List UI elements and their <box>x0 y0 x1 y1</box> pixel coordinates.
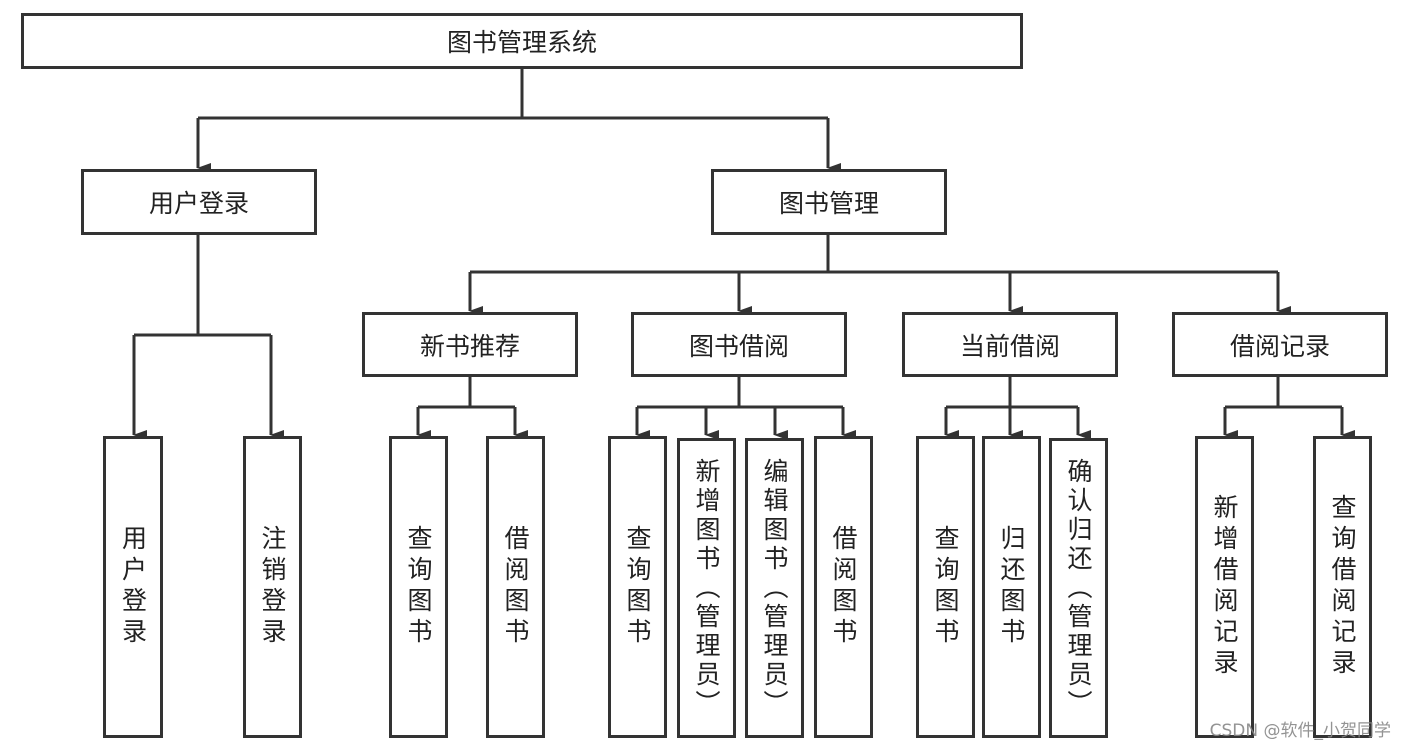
node-label: 确认归还（管理员） <box>1064 457 1093 719</box>
node-root: 图书管理系统 <box>21 13 1023 69</box>
leaf-logout: 注销登录 <box>243 436 302 738</box>
node-book-management: 图书管理 <box>711 169 947 235</box>
node-label: 查询图书 <box>404 525 433 649</box>
node-label: 用户登录 <box>118 525 148 649</box>
node-current-borrow: 当前借阅 <box>902 312 1118 377</box>
leaf-add-book-admin: 新增图书（管理员） <box>677 438 736 738</box>
leaf-query-book: 查询图书 <box>389 436 448 738</box>
node-borrow-records: 借阅记录 <box>1172 312 1388 377</box>
node-label: 归还图书 <box>997 525 1026 649</box>
node-label: 查询图书 <box>623 525 652 649</box>
leaf-query-book: 查询图书 <box>608 436 667 738</box>
node-book-borrow: 图书借阅 <box>631 312 847 377</box>
leaf-query-borrow-record: 查询借阅记录 <box>1313 436 1372 738</box>
node-label: 新增借阅记录 <box>1210 494 1239 680</box>
node-label: 新增图书（管理员） <box>692 457 721 719</box>
leaf-borrow-book: 借阅图书 <box>486 436 545 738</box>
node-user-login: 用户登录 <box>81 169 317 235</box>
leaf-user-login: 用户登录 <box>103 436 163 738</box>
node-label: 当前借阅 <box>959 331 1060 361</box>
node-label: 用户登录 <box>148 189 249 218</box>
node-label: 查询借阅记录 <box>1328 494 1357 680</box>
node-new-book-recommend: 新书推荐 <box>362 312 578 377</box>
node-label: 新书推荐 <box>419 331 520 361</box>
leaf-add-borrow-record: 新增借阅记录 <box>1195 436 1254 738</box>
node-label: 注销登录 <box>258 525 287 649</box>
node-label: 图书管理 <box>778 189 879 218</box>
node-label: 借阅图书 <box>829 525 858 649</box>
node-label: 借阅记录 <box>1229 331 1330 361</box>
watermark: CSDN @软件_小贺同学 <box>1209 721 1391 741</box>
leaf-query-book: 查询图书 <box>916 436 975 738</box>
node-label: 编辑图书（管理员） <box>760 457 789 719</box>
leaf-return-book: 归还图书 <box>982 436 1041 738</box>
node-label: 图书借阅 <box>688 331 789 361</box>
leaf-edit-book-admin: 编辑图书（管理员） <box>745 438 804 738</box>
leaf-confirm-return-admin: 确认归还（管理员） <box>1049 438 1108 738</box>
leaf-borrow-book: 借阅图书 <box>814 436 873 738</box>
node-label: 借阅图书 <box>501 525 530 649</box>
node-label: 图书管理系统 <box>446 28 597 57</box>
node-label: 查询图书 <box>931 525 960 649</box>
